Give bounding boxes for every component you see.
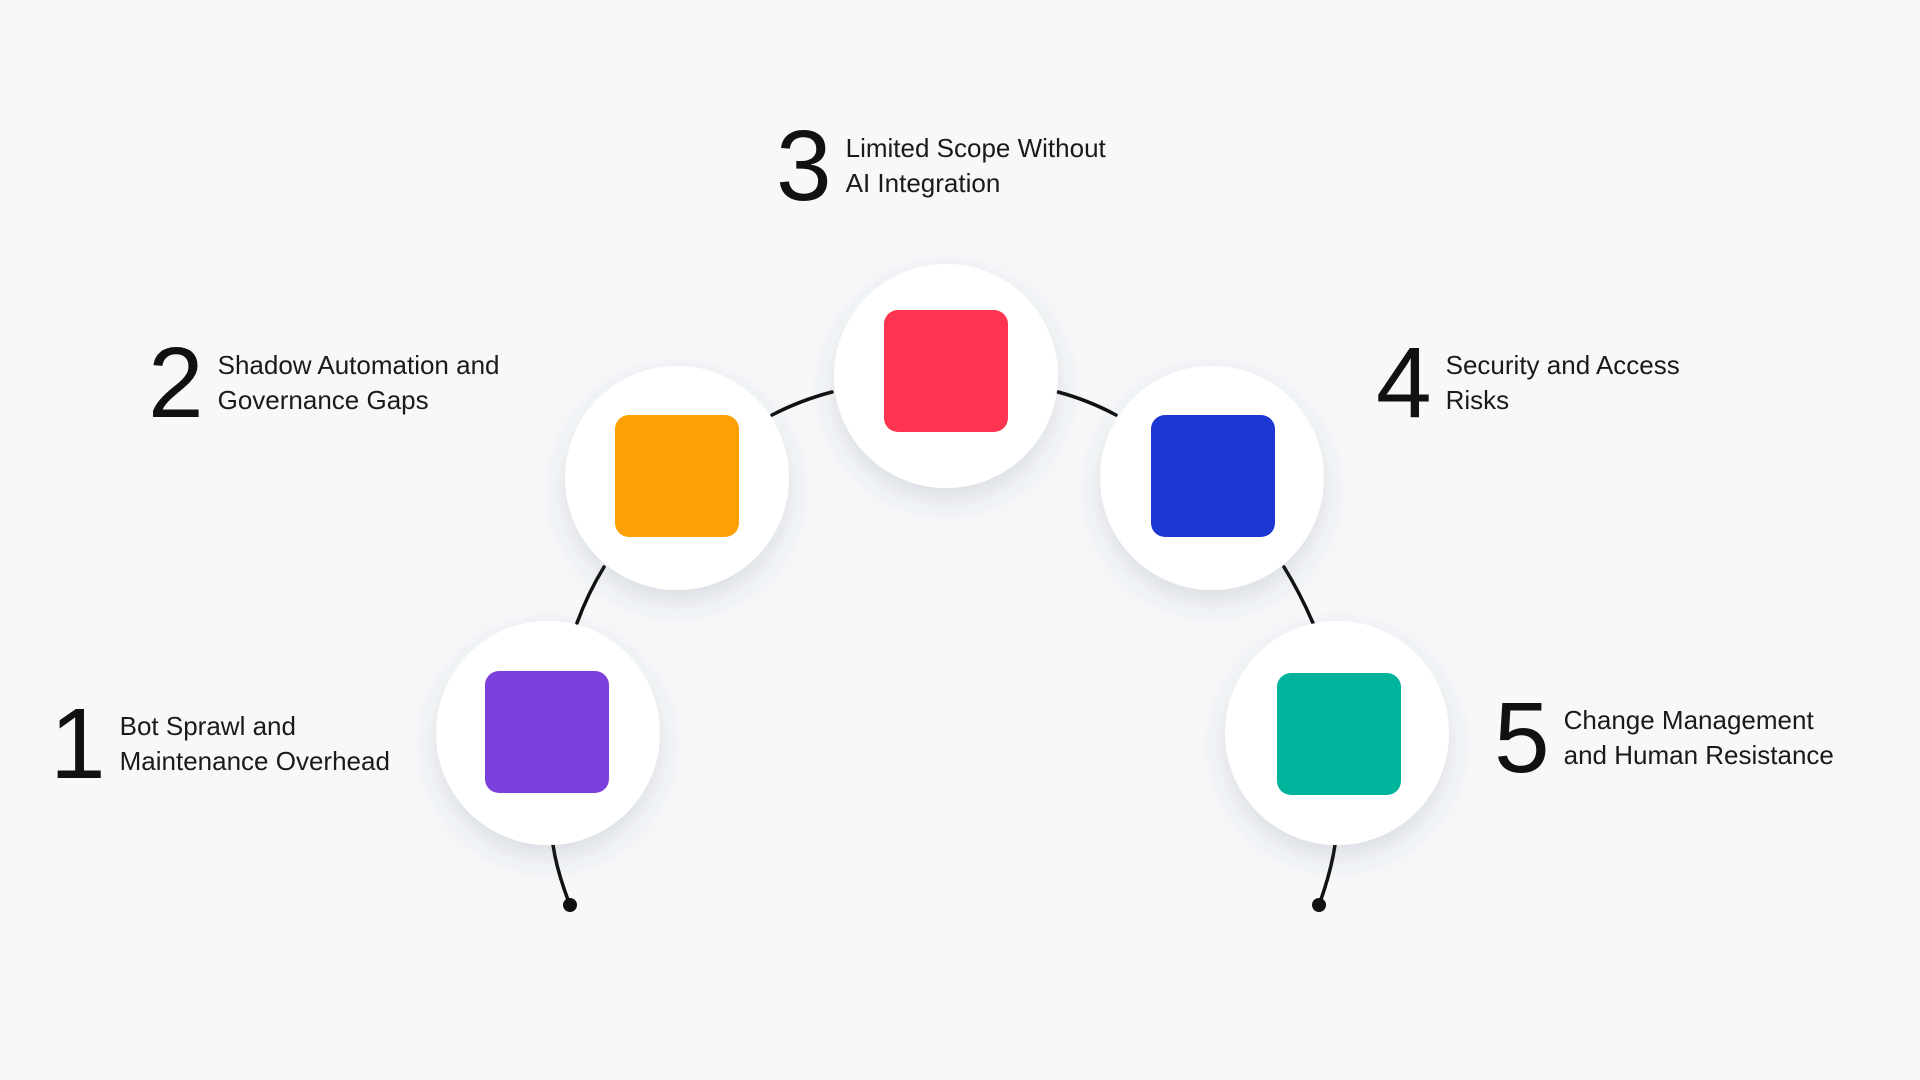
step-3-title-line-2: AI Integration [845,168,1001,198]
arc-segment-4-5 [1282,565,1315,625]
step-5-title-line-2: and Human Resistance [1563,740,1834,770]
step-2-number: 2 [148,327,204,439]
step-5-node [1225,621,1449,845]
step-2-title-line-2: Governance Gaps [217,385,429,415]
step-3-label: 3 Limited Scope Without AI Integration [776,116,1106,216]
step-3-number: 3 [776,110,832,222]
step-5-square-icon [1277,673,1401,795]
step-3-node [834,264,1058,488]
step-2-text: Shadow Automation and Governance Gaps [218,348,500,418]
step-4-node [1100,366,1324,590]
step-1-text: Bot Sprawl and Maintenance Overhead [120,709,390,779]
step-1-title-line-1: Bot Sprawl and [119,711,296,741]
step-4-square-icon [1151,415,1275,537]
step-2-label: 2 Shadow Automation and Governance Gaps [148,333,500,433]
step-2-title-line-1: Shadow Automation and [217,350,500,380]
step-3-title-line-1: Limited Scope Without [845,133,1106,163]
step-5-label: 5 Change Management and Human Resistance [1494,688,1834,788]
step-5-title-line-1: Change Management [1563,705,1814,735]
step-5-text: Change Management and Human Resistance [1564,703,1834,773]
arc-start-segment [551,843,572,907]
arc-start-dot [563,898,577,912]
step-1-node [436,621,660,845]
step-1-number: 1 [50,688,106,800]
step-4-title-line-2: Risks [1445,385,1510,415]
step-3-text: Limited Scope Without AI Integration [846,131,1106,201]
step-2-node [565,366,789,590]
step-1-label: 1 Bot Sprawl and Maintenance Overhead [50,694,390,794]
step-1-title-line-2: Maintenance Overhead [119,746,390,776]
arc-end-dot [1312,898,1326,912]
step-4-text: Security and Access Risks [1446,348,1680,418]
step-2-square-icon [615,415,739,537]
step-3-square-icon [884,310,1008,432]
arc-segment-3-4 [1056,390,1118,417]
arc-segment-2-3 [770,390,834,417]
step-4-number: 4 [1376,327,1432,439]
step-5-number: 5 [1494,682,1550,794]
arc-segment-1-2 [575,565,606,625]
step-4-label: 4 Security and Access Risks [1376,333,1680,433]
arc-end-segment [1317,843,1337,907]
step-4-title-line-1: Security and Access [1445,350,1680,380]
step-1-square-icon [485,671,609,793]
